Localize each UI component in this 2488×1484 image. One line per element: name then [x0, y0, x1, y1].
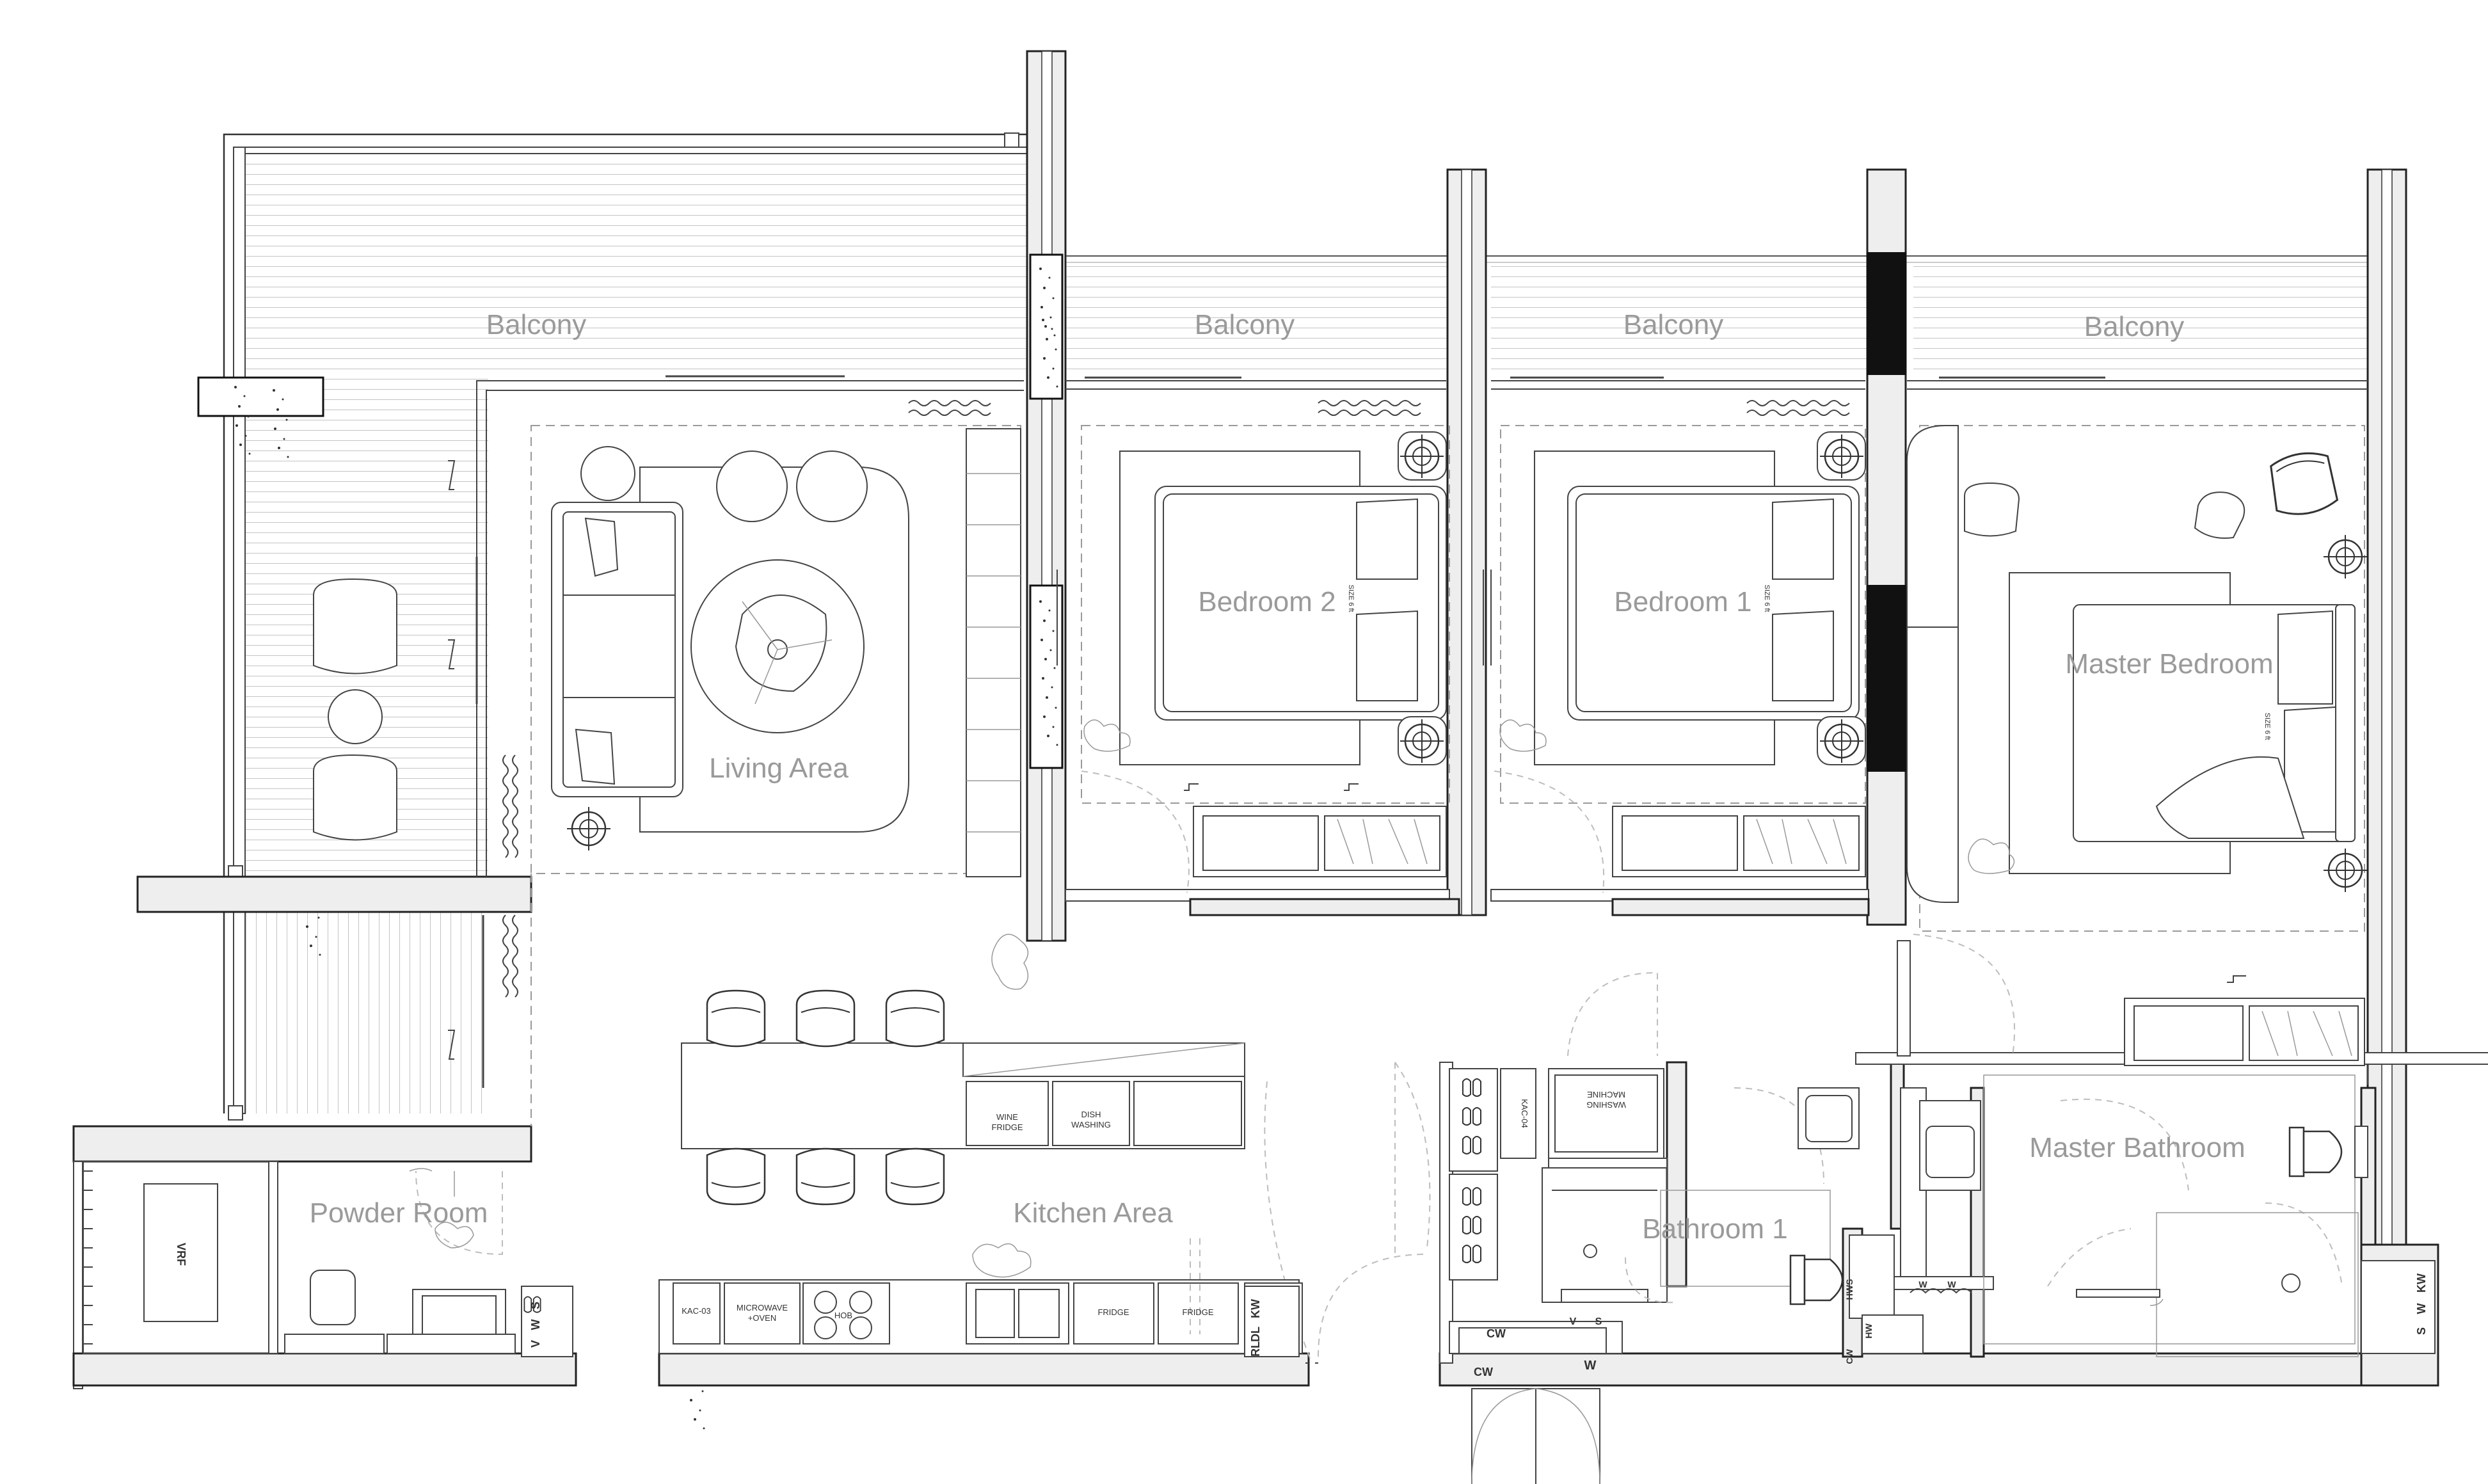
tag-dl-kitchen: DL	[1249, 1327, 1262, 1342]
room-label-bathroom-1: Bathroom 1	[1642, 1213, 1787, 1245]
room-label-balcony-bed2: Balcony	[1195, 309, 1295, 340]
balcony-furniture	[313, 460, 456, 1060]
master-bedroom-furniture	[1897, 425, 2368, 1085]
tag-s-master: S	[2415, 1327, 2428, 1335]
tag-v-bath: V	[1570, 1316, 1577, 1327]
label-microwave-oven-1: MICROWAVE	[737, 1303, 788, 1312]
tag-kw-master: KW	[2415, 1273, 2428, 1293]
tag-w-bath-2: W	[1947, 1279, 1956, 1289]
tag-kw-kitchen: KW	[1249, 1299, 1262, 1318]
tag-cw-entry-2: CW	[1474, 1366, 1493, 1378]
room-label-balcony-living: Balcony	[486, 309, 587, 340]
label-dish-washing-2: WASHING	[1071, 1120, 1111, 1129]
living-furniture	[551, 428, 1021, 877]
label-bed-size-bedroom-2: SIZE 6 ft	[1347, 585, 1355, 612]
tag-hw-bath: HW	[1863, 1323, 1874, 1339]
label-microwave-oven-2: +OVEN	[748, 1313, 776, 1323]
label-dish-washing-1: DISH	[1081, 1110, 1101, 1119]
tag-cw-entry-1: CW	[1487, 1327, 1506, 1340]
label-washing-machine-2: MACHINE	[1587, 1090, 1625, 1099]
label-kac-04: KAC-04	[1520, 1099, 1529, 1128]
tag-w-master: W	[2415, 1304, 2428, 1314]
service-shafts	[521, 1260, 2436, 1357]
bedroom-2-furniture	[1083, 431, 1447, 877]
room-label-bedroom-2: Bedroom 2	[1198, 586, 1336, 618]
tag-w-bath-1: W	[1918, 1279, 1927, 1289]
tag-v-powder: V	[529, 1340, 542, 1348]
tag-hws: HWS	[1844, 1279, 1854, 1300]
tag-w-entry: W	[1584, 1359, 1597, 1373]
label-hob: HOB	[834, 1311, 852, 1320]
tag-w-powder: W	[529, 1320, 542, 1330]
shaft-tags: S W V KW DL RL KW W S CW CW W V S HWS CW…	[529, 1273, 2428, 1378]
sliding-doors	[475, 375, 2368, 1088]
tag-cw-bath: CW	[1844, 1349, 1854, 1364]
room-label-living-area: Living Area	[709, 753, 849, 784]
label-washing-machine-1: WASHING	[1586, 1100, 1626, 1110]
tag-s-powder: S	[529, 1302, 542, 1309]
label-wine-fridge-1: WINE	[996, 1112, 1018, 1122]
master-bathroom-fixtures	[1849, 1074, 2368, 1357]
bedroom-1-furniture	[1057, 431, 1866, 877]
room-label-powder-room: Powder Room	[310, 1197, 488, 1229]
label-wine-fridge-2: FRIDGE	[991, 1122, 1023, 1132]
tag-s-bath: S	[1595, 1316, 1602, 1327]
label-bed-size-bedroom-1: SIZE 6 ft	[1763, 585, 1771, 612]
label-kac-03: KAC-03	[682, 1306, 711, 1316]
laundry-fixtures	[1449, 1068, 1860, 1305]
room-label-master-bedroom: Master Bedroom	[2065, 648, 2273, 680]
walls	[72, 50, 2488, 1430]
label-bed-size-master: SIZE 6 ft	[2263, 713, 2271, 740]
label-fridge-2: FRIDGE	[1182, 1307, 1213, 1317]
room-label-balcony-bed1: Balcony	[1623, 309, 1724, 340]
tag-rl-kitchen: RL	[1249, 1341, 1262, 1357]
room-label-kitchen-area: Kitchen Area	[1013, 1197, 1173, 1229]
label-vrf: VRF	[175, 1243, 187, 1266]
kitchen-fixtures	[658, 934, 1318, 1364]
room-label-master-bathroom: Master Bathroom	[2029, 1132, 2245, 1163]
equipment-labels: WINE FRIDGE DISH WASHING MICROWAVE +OVEN…	[175, 585, 2271, 1323]
powder-room-fixtures	[83, 1161, 516, 1354]
room-label-balcony-master: Balcony	[2084, 311, 2185, 342]
balcony-decking	[223, 132, 2368, 1121]
room-labels: Balcony Balcony Balcony Balcony Living A…	[310, 309, 2274, 1245]
label-fridge-1: FRIDGE	[1097, 1307, 1129, 1317]
room-label-bedroom-1: Bedroom 1	[1614, 586, 1751, 618]
